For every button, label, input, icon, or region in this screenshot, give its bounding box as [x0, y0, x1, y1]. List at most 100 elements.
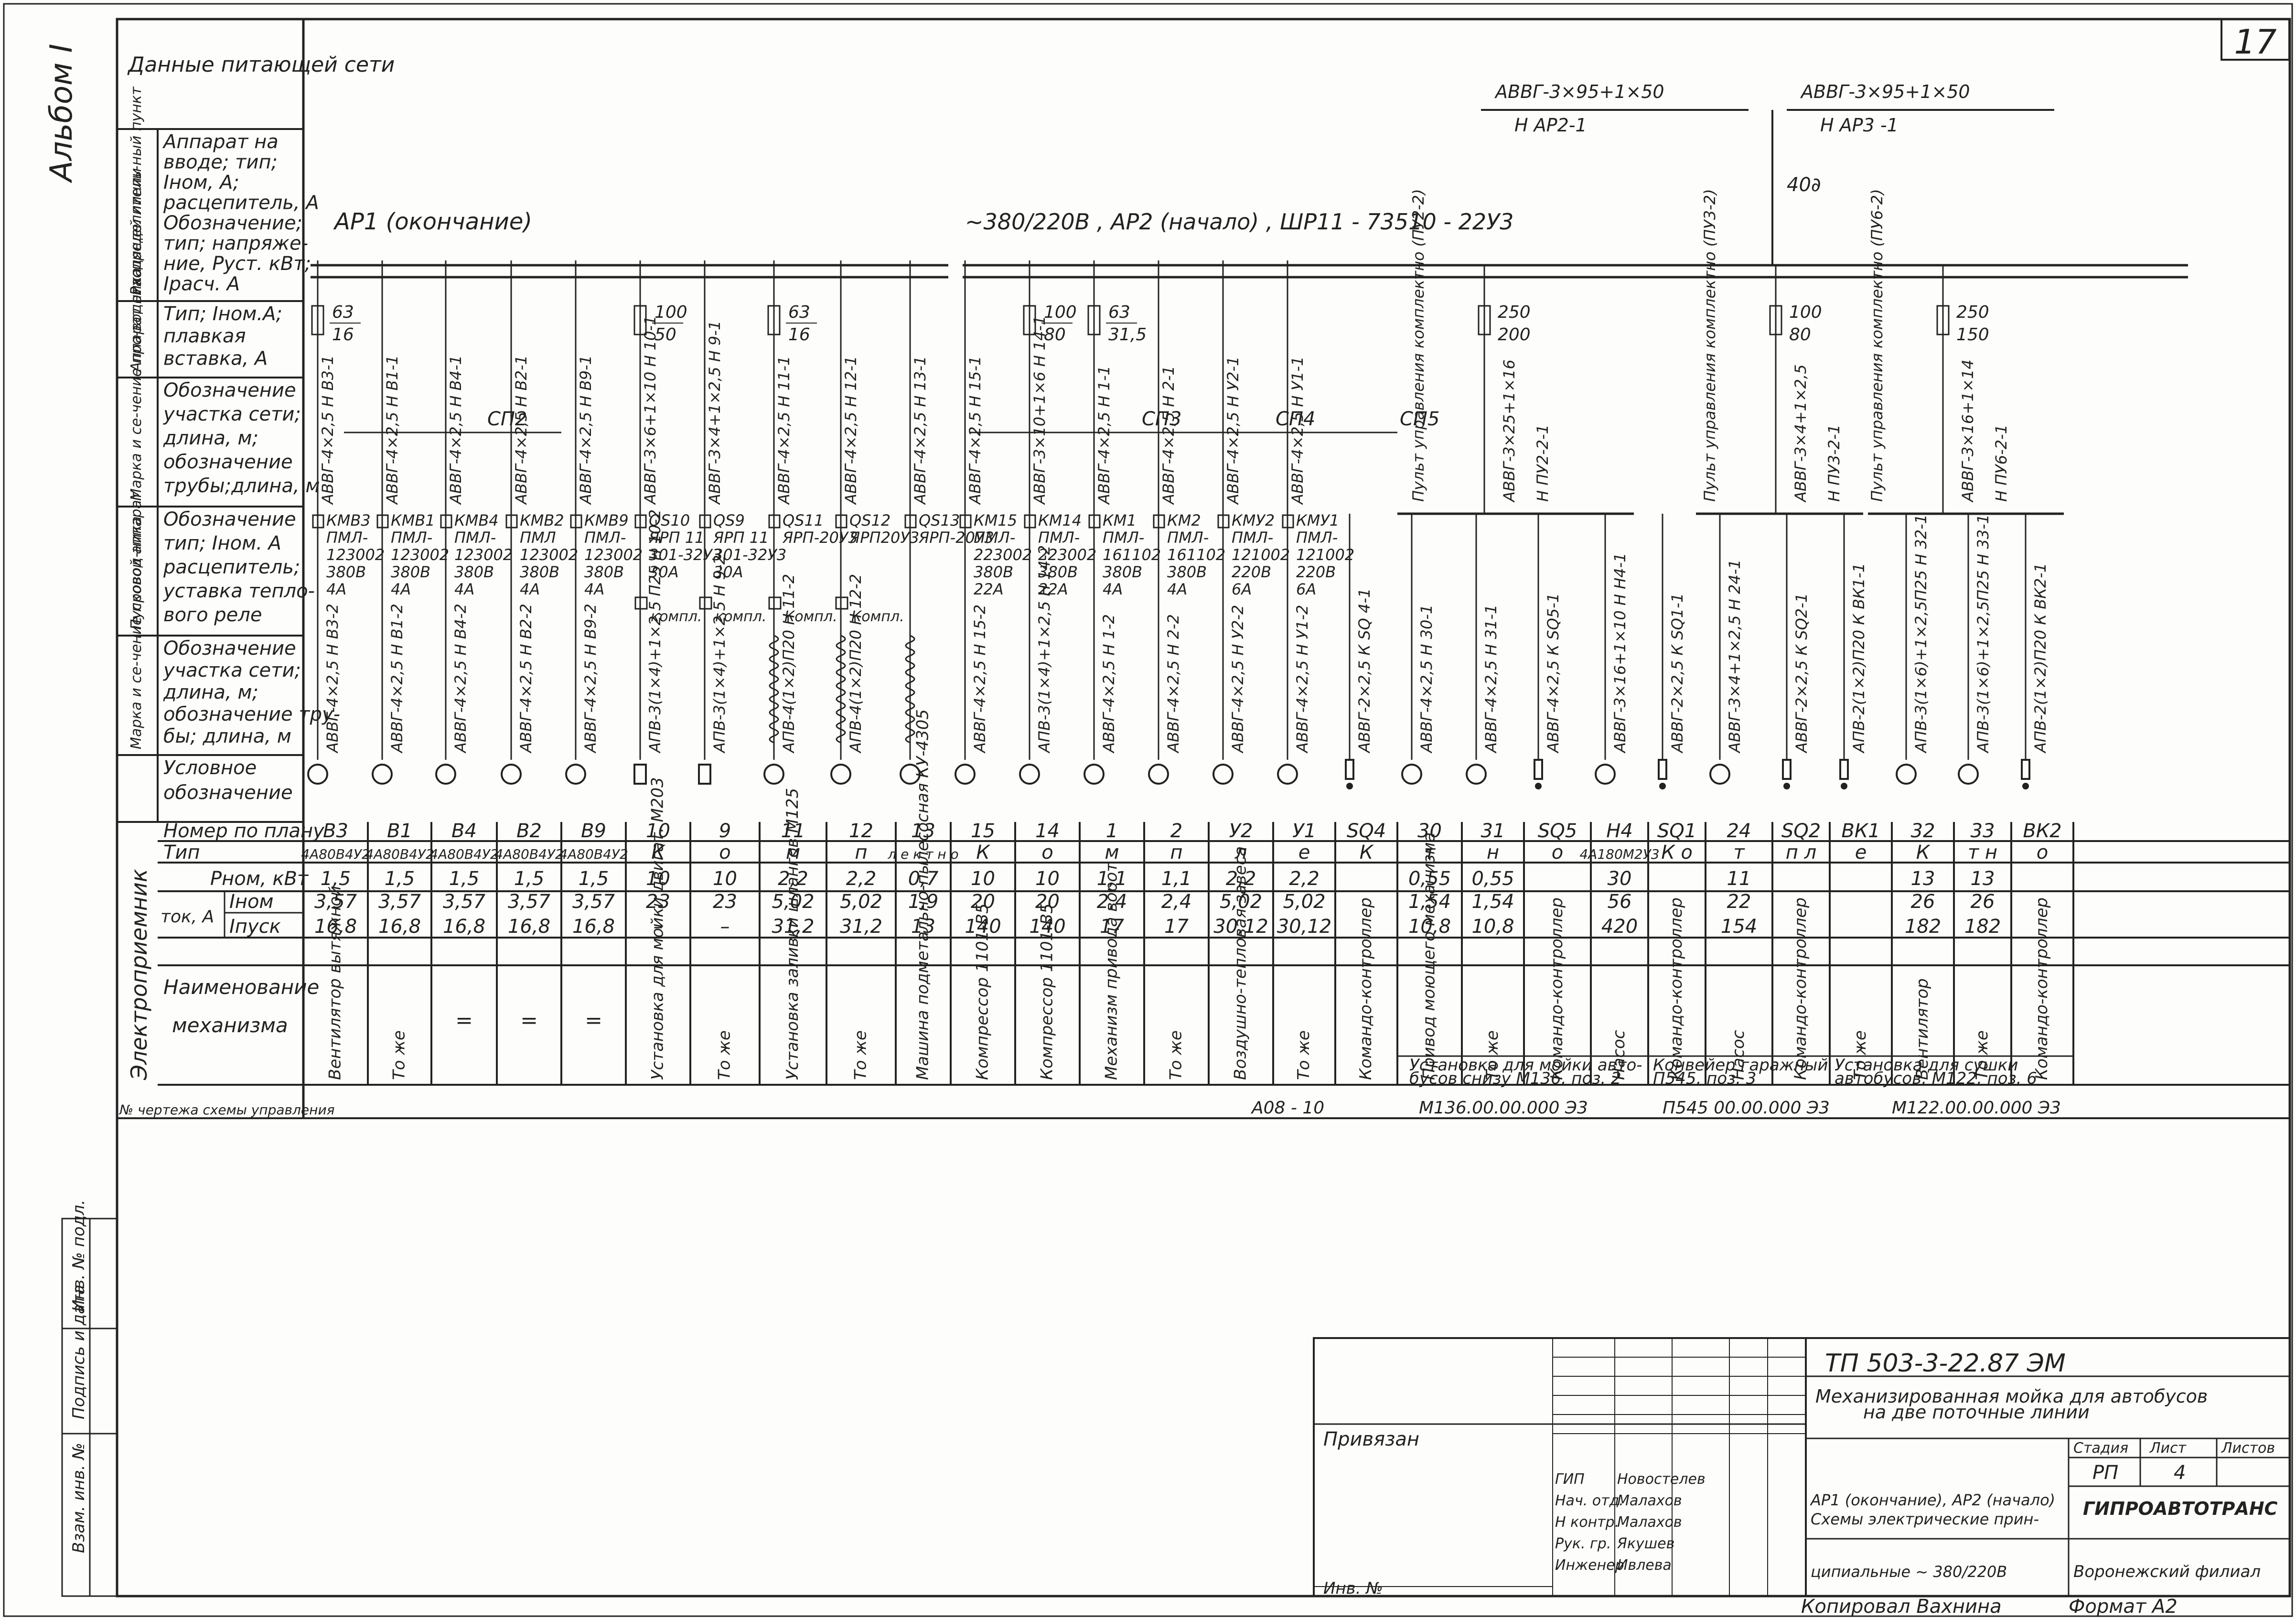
power-value: 10 [713, 868, 737, 890]
row-side-label: Пусковой аппарат [128, 491, 145, 630]
starter-label: ПМЛ- [454, 529, 496, 547]
type-value: т [1424, 842, 1436, 864]
mech-label1: Наименование [163, 975, 319, 999]
starter-label: КМВ4 [454, 511, 499, 529]
copied-by: Копировал Вахнина [1801, 1596, 2002, 1618]
ipusk-value: 10,8 [1408, 916, 1451, 938]
starter-label: 123002 [584, 546, 643, 564]
signer-role: Инженер [1555, 1557, 1624, 1574]
scheme-number: А08 - 10 [1251, 1098, 1324, 1118]
ipusk-value: 16,8 [572, 916, 615, 938]
panel-name: Пульт управления комплектно (ПУ2-2) [1409, 189, 1427, 502]
mech-name: = [520, 1008, 538, 1033]
fuse-symbol [1023, 305, 1036, 335]
inom-value: 23 [646, 891, 670, 913]
cable-label: АПВ-3(1×4)+1×2,5 Н 9-2 [710, 555, 729, 754]
cable-label: АВВГ-4×2,5 Н У2-1 [1224, 356, 1242, 505]
kompl-box [768, 596, 782, 610]
starter-label: КМУ2 [1232, 511, 1275, 529]
cable-label: АВВГ-4×2,5 Н 15-1 [966, 356, 984, 505]
plan-number: 1 [1106, 820, 1118, 842]
starter-box [312, 514, 324, 529]
ipusk-value: 16,8 [378, 916, 421, 938]
plan-number: В1 [387, 820, 412, 842]
row-label-line: расцепитель, А [163, 192, 319, 214]
motor-symbol [1709, 764, 1730, 785]
cable-label: АВВГ-2×2,5 К SQ2-1 [1792, 593, 1811, 754]
cable-label: АВВГ-4×2,5 Н В3-1 [319, 355, 337, 505]
ipusk-label: Iпуск [229, 916, 281, 938]
plan-number: SQ5 [1538, 820, 1577, 842]
control-dot [1659, 783, 1666, 789]
privyazan-label: Привязан [1323, 1428, 1419, 1450]
stamp-label: Подпись и дата [69, 1285, 88, 1419]
mech-name: Компрессор 1101-В5 [973, 903, 992, 1080]
starter-label: 161102 [1167, 546, 1225, 564]
kompl-box [699, 596, 712, 610]
type-value: е [1298, 842, 1310, 864]
plan-number: SQ4 [1347, 820, 1386, 842]
starter-label: 161102 [1103, 546, 1161, 564]
starter-label: 121002 [1296, 546, 1354, 564]
kompl-label: Компл. [851, 608, 904, 625]
group-label: СП5 [1400, 408, 1439, 430]
inom-value: 5,02 [1283, 891, 1325, 913]
mech-name: = [585, 1008, 602, 1033]
type-value: 4А180М2У3 [1579, 846, 1659, 862]
plan-number: ВК1 [1841, 820, 1880, 842]
type-value: п л [1786, 842, 1816, 864]
ipusk-value: 31,2 [840, 916, 882, 938]
power-value: 1,5 [449, 868, 480, 890]
starter-label: ЯРП-20У3 [918, 529, 994, 547]
mech-name: Установка заливки шлангов М125 [783, 788, 802, 1080]
inom-value: 23 [713, 891, 737, 913]
cable-label: АВВГ-4×2,5 Н 2-1 [1159, 366, 1178, 505]
cable-label: АВВГ-4×2,5 Н В9-1 [577, 355, 595, 505]
panel-name: Пульт управления комплектно (ПУ6-2) [1868, 189, 1886, 502]
motor-symbol [1212, 764, 1234, 785]
row-label-line: плавкая [163, 325, 246, 347]
cable-label: АВВГ-3×6+1×10 Н 10-1 [641, 316, 659, 505]
inom-value: 26 [1971, 891, 1995, 913]
cable-label: АВВГ-3×16+1×10 Н Н4-1 [1611, 553, 1629, 754]
starter-label: ПМЛ- [391, 529, 432, 547]
fuse-rating: 100 [1789, 302, 1822, 322]
ipusk-value: 31,2 [772, 916, 814, 938]
starter-label: ПМЛ- [584, 529, 626, 547]
mech-name: Насос [1609, 1030, 1629, 1080]
inom-value: 2,4 [1161, 891, 1192, 913]
motor-symbol [501, 764, 522, 785]
fuse-rating: 63 [1108, 302, 1130, 322]
cable-label: АВВГ-4×2,5 Н 30-1 [1417, 605, 1436, 754]
power-value: 30 [1608, 868, 1632, 890]
power-value: 1,5 [321, 868, 351, 890]
starter-label: 123002 [520, 546, 578, 564]
starter-label: 380В [1167, 563, 1207, 581]
starter-label: 380В [391, 563, 430, 581]
power-value: 2,2 [1226, 868, 1256, 890]
mech-name: Компрессор 1101-В5 [1038, 903, 1057, 1080]
inom-value: 3,57 [378, 891, 421, 913]
panel-line: Н ПУ2-2-1 [1534, 424, 1552, 502]
inv-label: Инв. № [1323, 1579, 1383, 1598]
plan-number: 10 [646, 820, 670, 842]
fuse-rating: 250 [1956, 302, 1989, 322]
starter-label: ПМЛ- [974, 529, 1015, 547]
type-label: Тип [163, 842, 200, 864]
starter-label: ПМЛ- [326, 529, 368, 547]
motor-symbol [372, 764, 393, 785]
mech-name: То же [1973, 1030, 1992, 1080]
plan-number: В4 [451, 820, 477, 842]
mech-name: = [455, 1008, 473, 1033]
kompl-box [634, 596, 648, 610]
row-label-line: обозначение [163, 782, 293, 804]
inom-value: 3,57 [314, 891, 357, 913]
cable-label: АВВГ-4×2,5 Н В3-2 [323, 604, 342, 754]
mech-name: Вентилятор вытяжной [326, 886, 345, 1080]
starter-label: 220В [1296, 563, 1336, 581]
cable-label: АВВГ-4×2,5 Н 1-1 [1095, 366, 1113, 505]
mech-name: Командо-контроллер [1667, 897, 1686, 1080]
fuse-insert: 200 [1498, 325, 1531, 345]
power-value: 10 [1035, 868, 1060, 890]
plan-number: У1 [1292, 820, 1316, 842]
